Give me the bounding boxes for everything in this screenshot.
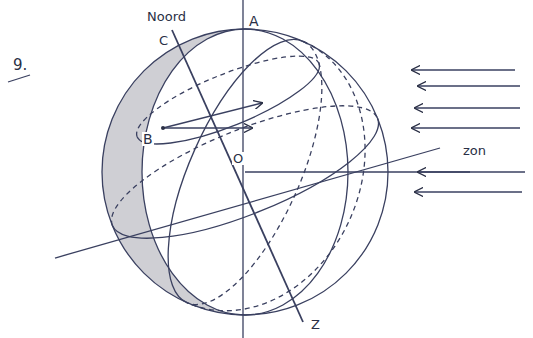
- sun-rays: [412, 70, 525, 192]
- figure-number: 9.: [12, 58, 28, 73]
- point-label: O: [232, 152, 244, 165]
- point-label: A: [248, 14, 260, 28]
- vertical-axis: [242, 0, 243, 338]
- point-label: B: [142, 132, 154, 146]
- meridian: [137, 19, 354, 325]
- direction-arrow: [163, 127, 252, 128]
- point-dot: [161, 126, 165, 130]
- equator: [97, 79, 394, 264]
- meridian-back: [187, 41, 408, 338]
- latitude-circle: [127, 39, 328, 161]
- point-label: Z: [310, 318, 321, 331]
- sun-label: zon: [462, 144, 487, 157]
- earth-axis: [172, 30, 303, 322]
- ecliptic-line: [55, 148, 440, 258]
- direction-arrow: [163, 103, 262, 128]
- night-shade: [102, 29, 245, 315]
- point-label: Noord: [146, 10, 187, 23]
- underline: [8, 75, 30, 82]
- point-label: C: [158, 34, 169, 47]
